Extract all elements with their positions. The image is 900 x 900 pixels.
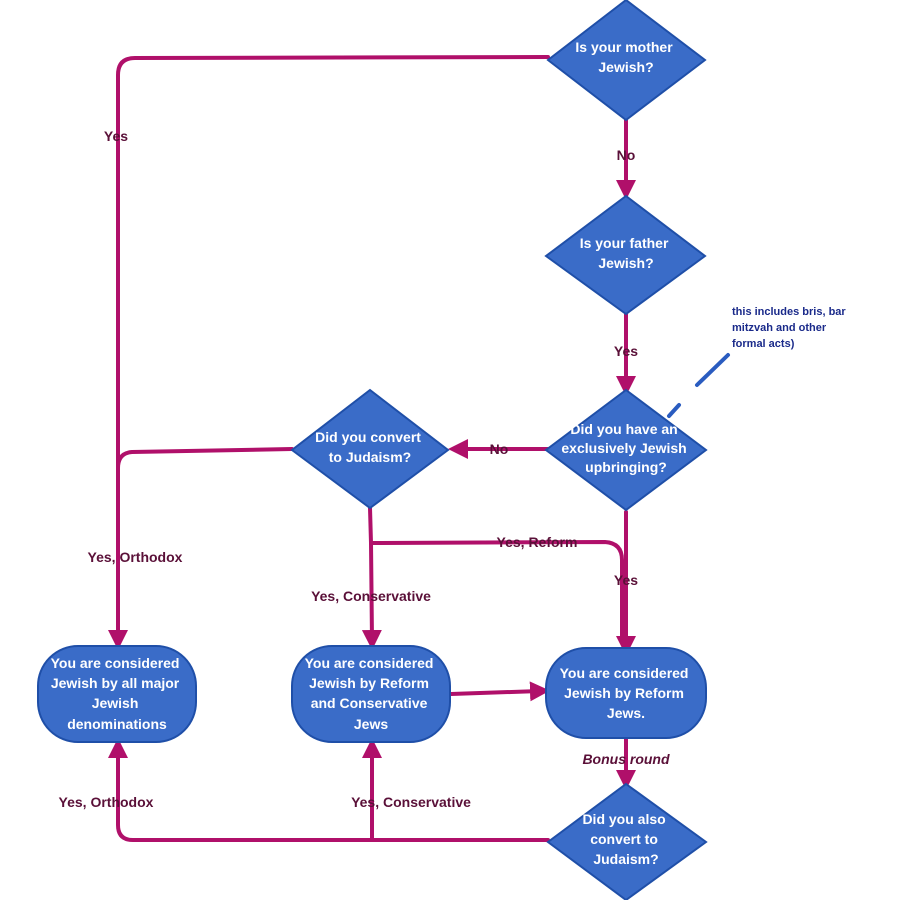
note-line-short	[667, 403, 681, 418]
node-also-convert: Did you also convert to Judaism?	[546, 782, 708, 900]
note-line-long	[695, 353, 730, 387]
node-upbringing-line-1: Did you have an	[570, 421, 677, 437]
svg-text:Is your father Jewish?: Is your father Jewish?	[580, 235, 673, 271]
label-bonus-round: Bonus round	[582, 751, 670, 767]
edge-convert-conservative	[361, 541, 382, 650]
node-upbringing: Did you have an exclusively Jewish upbri…	[544, 388, 708, 512]
node-all-major-line-4: denominations	[67, 716, 167, 732]
label-mother-yes: Yes	[104, 128, 128, 144]
label-bonus-orthodox: Yes, Orthodox	[59, 794, 154, 810]
node-all-major-line-3: Jewish	[92, 695, 139, 711]
svg-text:You are considered Jewis: You are considered Jewish by Reform Jews…	[560, 665, 693, 721]
node-rc-line-3: and Conservative	[311, 695, 428, 711]
node-father: Is your father Jewish?	[544, 194, 707, 316]
node-rc-line-2: Jewish by Reform	[309, 675, 429, 691]
svg-text:Is your mother Jewish?: Is your mother Jewish?	[575, 39, 676, 75]
node-also-convert-line-1: Did you also	[582, 811, 665, 827]
edge-convert-down	[368, 506, 373, 545]
node-reform-conservative: You are considered Jewish by Reform and …	[291, 645, 451, 743]
edge-mother-yes	[108, 55, 550, 650]
node-reform: You are considered Jewish by Reform Jews…	[545, 647, 707, 739]
node-rc-line-1: You are considered	[305, 655, 434, 671]
node-reform-line-3: Jews.	[607, 705, 645, 721]
node-rc-line-4: Jews	[354, 716, 388, 732]
node-upbringing-line-3: upbringing?	[585, 459, 667, 475]
label-bonus-conservative: Yes, Conservative	[351, 794, 471, 810]
node-all-major: You are considered Jewish by all major J…	[37, 645, 197, 743]
label-upbringing-yes: Yes	[614, 572, 638, 588]
node-convert-line-1: Did you convert	[315, 429, 421, 445]
note-callout: this includes bris, bar mitzvah and othe…	[667, 306, 849, 418]
label-convert-orthodox: Yes, Orthodox	[88, 549, 183, 565]
edge-convert-orthodox	[116, 447, 294, 470]
node-reform-line-2: Jewish by Reform	[564, 685, 684, 701]
node-also-convert-line-2: convert to	[590, 831, 658, 847]
node-mother-line-1: Is your mother	[575, 39, 673, 55]
edges	[108, 55, 636, 842]
edge-rc-to-reform	[449, 681, 550, 702]
node-father-line-1: Is your father	[580, 235, 669, 251]
node-also-convert-line-3: Judaism?	[593, 851, 658, 867]
node-convert: Did you convert to Judaism?	[290, 388, 450, 510]
svg-text:Did you also convert to: Did you also convert to Judaism?	[582, 811, 669, 867]
svg-text:Did you have an exclusiv: Did you have an exclusively Jewish upbri…	[561, 421, 690, 475]
label-mother-no: No	[617, 147, 636, 163]
note-line-3: formal acts)	[732, 338, 795, 350]
node-upbringing-line-2: exclusively Jewish	[561, 440, 686, 456]
edge-labels: Yes No Yes No Yes Yes, Orthodox Yes, Con…	[59, 128, 670, 810]
note-line-2: mitzvah and other	[732, 322, 827, 334]
svg-text:Did you convert to Judai: Did you convert to Judaism?	[315, 429, 425, 465]
svg-text:You are considered Jewis: You are considered Jewish by all major J…	[51, 655, 184, 732]
node-mother-line-2: Jewish?	[598, 59, 653, 75]
node-convert-line-2: to Judaism?	[329, 449, 411, 465]
node-all-major-line-2: Jewish by all major	[51, 675, 180, 691]
edge-bonus-orthodox	[108, 738, 550, 842]
label-father-yes: Yes	[614, 343, 638, 359]
label-upbringing-no: No	[490, 441, 509, 457]
label-convert-conservative: Yes, Conservative	[311, 588, 431, 604]
note-line-1: this includes bris, bar	[732, 306, 846, 318]
edge-convert-reform	[369, 540, 624, 642]
node-mother: Is your mother Jewish?	[546, 0, 707, 122]
svg-text:this includes bris, bar: this includes bris, bar mitzvah and othe…	[732, 306, 849, 350]
node-father-line-2: Jewish?	[598, 255, 653, 271]
node-all-major-line-1: You are considered	[51, 655, 180, 671]
label-convert-reform: Yes, Reform	[497, 534, 578, 550]
svg-text:You are considered Jewis: You are considered Jewish by Reform and …	[305, 655, 438, 732]
node-reform-line-1: You are considered	[560, 665, 689, 681]
